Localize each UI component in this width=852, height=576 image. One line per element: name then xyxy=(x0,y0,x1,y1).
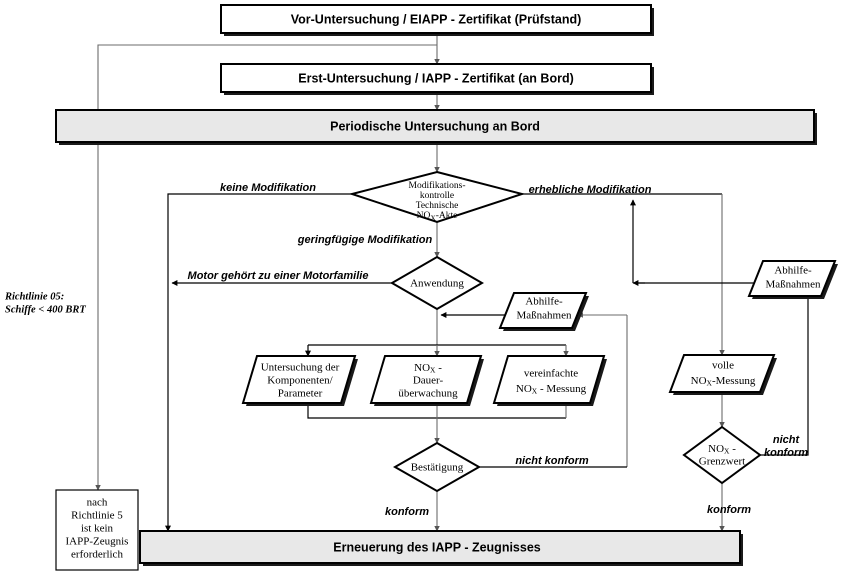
nox-monitoring-line2: Dauer- xyxy=(413,375,444,387)
nocert-line4: IAPP-Zeugnis xyxy=(66,536,129,548)
full-measurement-line1: volle xyxy=(712,360,734,372)
edge-label-not-conform-right-2: konform xyxy=(764,447,808,459)
node-full-measurement[interactable]: volle NOX-Messung xyxy=(668,354,777,395)
remedy-center-line1: Abhilfe- xyxy=(525,296,563,308)
full-measurement-line2: NOX-Messung xyxy=(691,375,756,388)
annotation-guideline-line2: Schiffe < 400 BRT xyxy=(5,304,86,315)
nox-monitoring-line1: NOX - xyxy=(414,362,442,375)
application-label: Anwendung xyxy=(410,278,464,290)
edge-label-not-conform-right-1: nicht xyxy=(773,434,801,446)
node-nox-monitoring[interactable]: NOX - Dauer- überwachung xyxy=(369,355,484,406)
simplified-measurement-line1: vereinfachte xyxy=(524,368,578,380)
node-remedy-right[interactable]: Abhilfe- Maßnahmen xyxy=(747,260,838,299)
nox-limit-line1: NOX - xyxy=(708,443,736,456)
node-remedy-center[interactable]: Abhilfe- Maßnahmen xyxy=(498,292,589,331)
edge-label-engine-family: Motor gehört zu einer Motorfamilie xyxy=(188,270,369,282)
node-confirmation[interactable]: Bestätigung xyxy=(392,441,482,493)
connector-limit-nichtkonform xyxy=(760,289,811,456)
edge-label-not-conform-center: nicht konform xyxy=(515,455,589,467)
nocert-line3: ist kein xyxy=(81,523,114,535)
renewal-label: Erneuerung des IAPP - Zeugnisses xyxy=(333,540,541,554)
remedy-right-line2: Maßnahmen xyxy=(766,279,821,291)
connector-presurvey-to-nocert xyxy=(95,44,437,491)
pre-survey-label: Vor-Untersuchung / EIAPP - Zertifikat (P… xyxy=(291,12,582,26)
node-nox-limit[interactable]: NOX - Grenzwert xyxy=(682,425,762,485)
component-check-line1: Untersuchung der xyxy=(261,362,340,374)
node-simplified-measurement[interactable]: vereinfachte NOX - Messung xyxy=(492,355,607,406)
nocert-line1: nach xyxy=(87,497,108,509)
edge-label-conform-center: konform xyxy=(385,506,429,518)
nocert-line2: Richtlinie 5 xyxy=(71,510,123,522)
initial-survey-label: Erst-Untersuchung / IAPP - Zertifikat (a… xyxy=(298,71,574,85)
node-component-check[interactable]: Untersuchung der Komponenten/ Parameter xyxy=(241,355,358,406)
remedy-right-line1: Abhilfe- xyxy=(774,265,812,277)
annotation-guideline-line1: Richtlinie 05: xyxy=(4,291,64,302)
node-pre-survey[interactable]: Vor-Untersuchung / EIAPP - Zertifikat (P… xyxy=(220,4,654,36)
simplified-measurement-line2: NOX - Messung xyxy=(516,383,587,396)
confirmation-label: Bestätigung xyxy=(411,462,464,474)
edge-label-no-modification: keine Modifikation xyxy=(220,182,316,194)
node-application[interactable]: Anwendung xyxy=(390,255,484,311)
periodic-survey-label: Periodische Untersuchung an Bord xyxy=(330,119,540,133)
node-renewal[interactable]: Erneuerung des IAPP - Zeugnisses xyxy=(139,530,743,566)
node-initial-survey[interactable]: Erst-Untersuchung / IAPP - Zertifikat (a… xyxy=(220,63,654,95)
edge-label-significant-modification: erhebliche Modifikation xyxy=(529,184,652,196)
connector-no-modification-to-renewal xyxy=(165,193,352,532)
modcheck-line3: Technische xyxy=(416,201,459,211)
nox-limit-line2: Grenzwert xyxy=(699,456,745,468)
node-no-certificate-needed[interactable]: nach Richtlinie 5 ist kein IAPP-Zeugnis … xyxy=(55,489,139,571)
component-check-line3: Parameter xyxy=(278,388,323,400)
nocert-line5: erforderlich xyxy=(71,549,123,561)
component-check-line2: Komponenten/ xyxy=(267,375,333,387)
modcheck-line2: kontrolle xyxy=(420,191,454,201)
edge-label-minor-modification: geringfügige Modifikation xyxy=(297,234,433,246)
edge-label-conform-right: konform xyxy=(707,504,751,516)
connector-fanin-left xyxy=(307,405,566,419)
remedy-center-line2: Maßnahmen xyxy=(517,310,572,322)
node-periodic-survey[interactable]: Periodische Untersuchung an Bord xyxy=(55,109,817,145)
nox-monitoring-line3: überwachung xyxy=(398,388,458,400)
modcheck-line4: NOX-Akte xyxy=(417,211,458,222)
modcheck-line1: Modifikations- xyxy=(409,180,466,191)
node-modification-check[interactable]: Modifikations- kontrolle Technische NOX-… xyxy=(348,170,526,224)
